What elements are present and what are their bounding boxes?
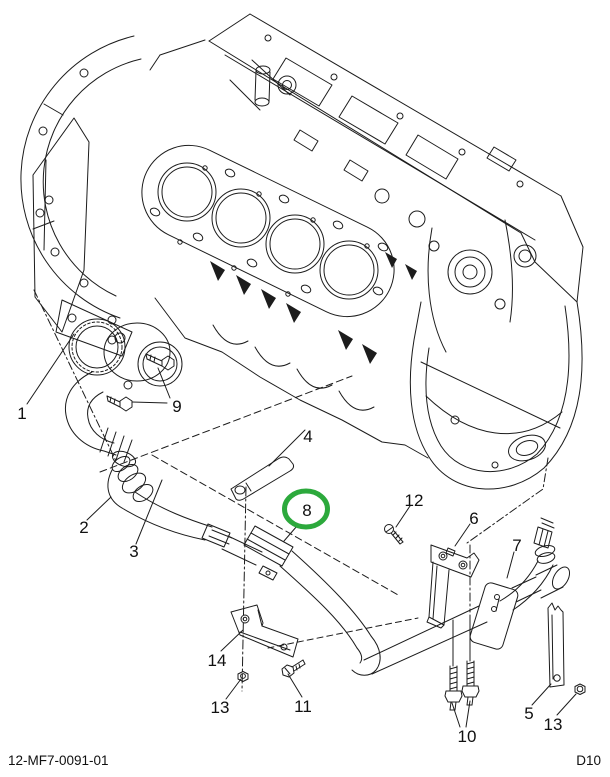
callout-4[interactable]: 4 [303, 427, 312, 446]
page-code: D10 [576, 753, 601, 768]
part-pipe-8 [279, 550, 571, 676]
leader-lines [26, 333, 577, 728]
callout-1[interactable]: 1 [17, 404, 26, 423]
part-bolts-10 [444, 614, 480, 711]
callout-13-left[interactable]: 13 [211, 698, 230, 717]
callout-8-selected[interactable]: 8 [302, 501, 311, 520]
callout-3[interactable]: 3 [129, 542, 138, 561]
part-oil-pump [64, 315, 183, 468]
figure-number: 12-MF7-0091-01 [8, 753, 109, 768]
callout-7[interactable]: 7 [512, 536, 521, 555]
part-hose-assembly [107, 455, 263, 566]
callout-14[interactable]: 14 [208, 651, 227, 670]
part-clamp-8 [243, 525, 294, 581]
part-bolt-11 [281, 659, 306, 678]
construction-lines [33, 289, 549, 692]
callout-13-right[interactable]: 13 [544, 715, 563, 734]
part-nut-13-right [574, 683, 586, 695]
part-nut-13-left [237, 671, 249, 682]
callout-6[interactable]: 6 [469, 509, 478, 528]
callout-10[interactable]: 10 [458, 727, 477, 746]
callout-5[interactable]: 5 [524, 704, 533, 723]
part-bracket-4 [230, 456, 295, 501]
part-screw-12 [384, 524, 404, 545]
callout-12[interactable]: 12 [405, 491, 424, 510]
part-strap-5 [547, 602, 565, 688]
callout-2[interactable]: 2 [79, 518, 88, 537]
part-bolts-9 [106, 353, 175, 412]
callout-9[interactable]: 9 [172, 397, 181, 416]
pan-rail-ribs [210, 252, 417, 364]
part-bracket-6 [426, 544, 480, 629]
part-pipe-7 [469, 517, 556, 650]
engine-block-illustration [20, 13, 584, 490]
highlight-ellipse [282, 488, 330, 530]
callout-11[interactable]: 11 [294, 697, 312, 716]
part-bracket-14 [230, 604, 299, 658]
